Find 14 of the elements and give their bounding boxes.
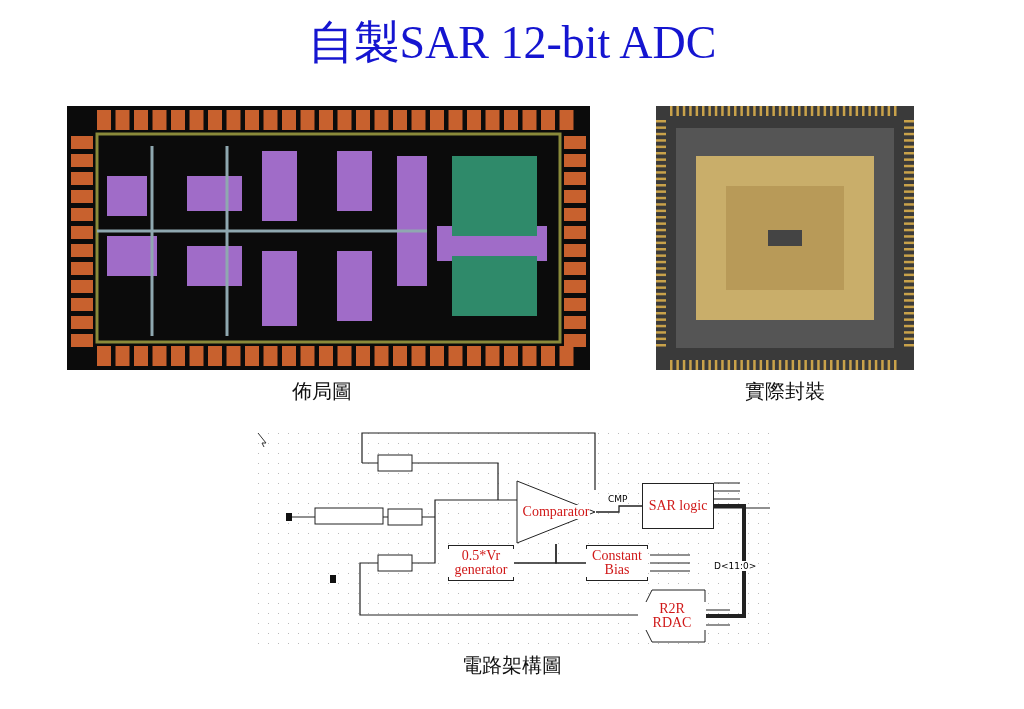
image-caption: 佈局圖 bbox=[292, 378, 352, 405]
wire bbox=[555, 543, 587, 564]
image-caption: 實際封裝 bbox=[745, 378, 825, 405]
block-label: R2R RDAC bbox=[638, 602, 706, 630]
slide-title: 自製SAR 12-bit ADC bbox=[306, 16, 718, 70]
wire bbox=[706, 504, 746, 618]
block-label: Constant Bias bbox=[586, 549, 648, 577]
block-label: Comparator bbox=[521, 505, 591, 519]
image-caption: 電路架構圖 bbox=[462, 652, 562, 679]
block-label: SAR logic bbox=[647, 499, 709, 513]
block-label: 0.5*Vr generator bbox=[448, 549, 514, 577]
wire bbox=[595, 505, 643, 513]
wire-label: CMP bbox=[607, 494, 629, 504]
wire-label: D<11:0> bbox=[713, 561, 758, 571]
